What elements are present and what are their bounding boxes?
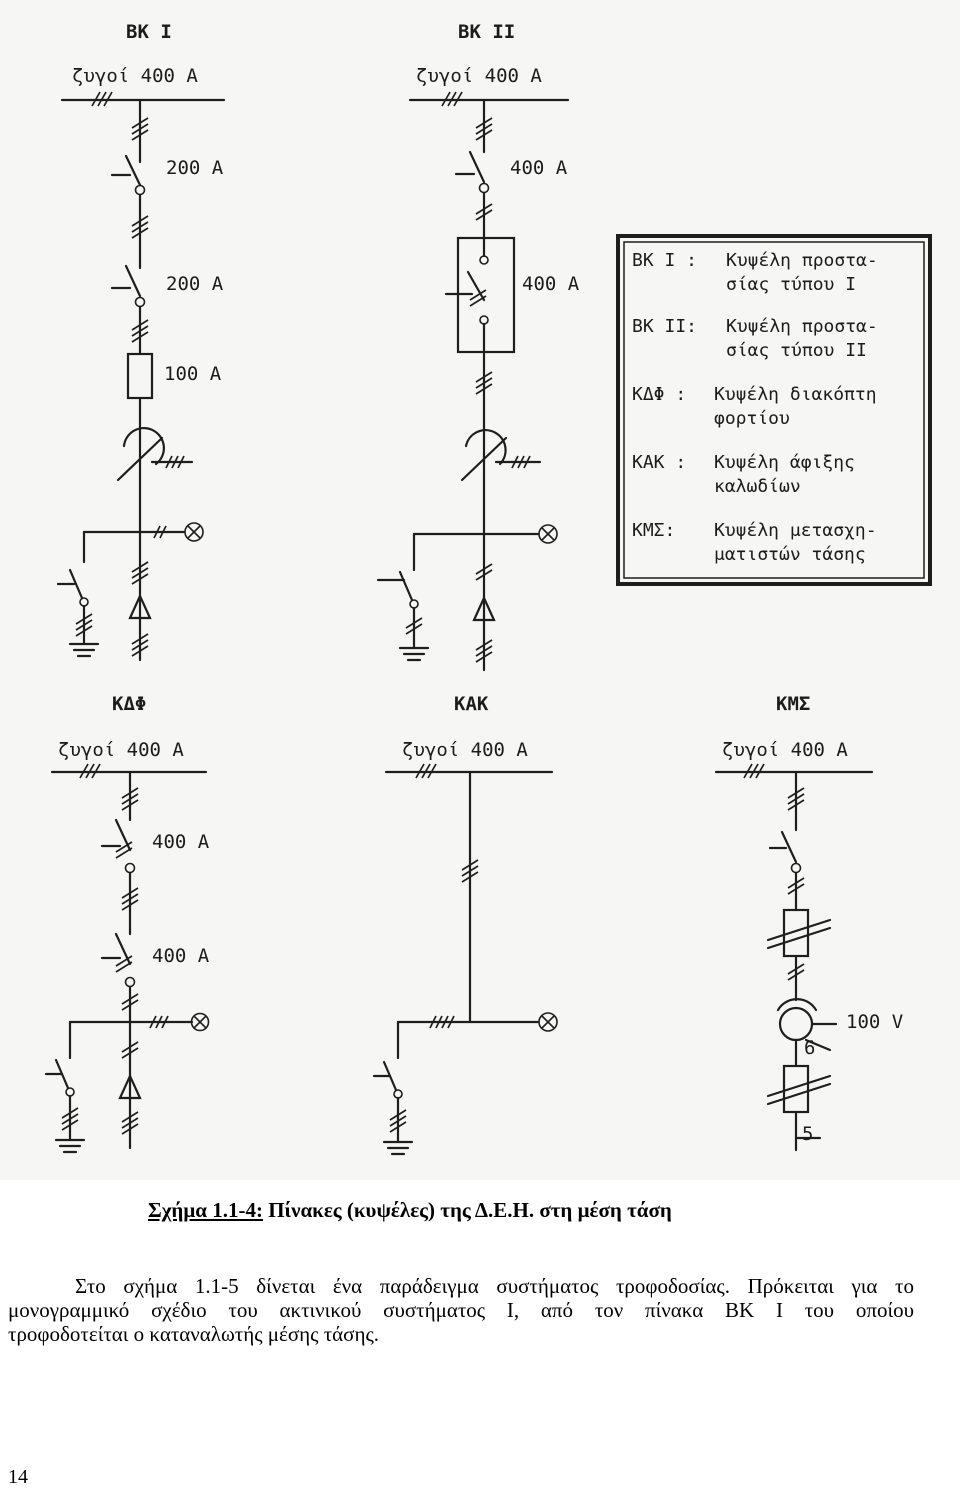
diagram-canvas: BK I ζυγοί 400 A 200 A 200 A 100 A <box>44 21 932 1156</box>
panel-kms-voltage-label: 100 V <box>846 1011 903 1033</box>
legend-entry-bk2: BK II: Κυψέλη προστα- σίας τύπου II <box>632 316 878 361</box>
panel-kak-busbar-label: ζυγοί 400 A <box>402 739 528 761</box>
panel-kdf-rating-1: 400 A <box>152 831 210 853</box>
svg-text:Κυψέλη μετασχη-: Κυψέλη μετασχη- <box>714 520 877 541</box>
panel-kms: ΚΜΣ ζυγοί 400 A 100 V 6 5 <box>714 693 903 1152</box>
svg-text:Κυψέλη διακόπτη: Κυψέλη διακόπτη <box>714 384 877 405</box>
figure-caption: Σχήμα 1.1-4: Πίνακες (κυψέλες) της Δ.Ε.Η… <box>148 1198 848 1223</box>
panel-kdf-title: ΚΔΦ <box>112 693 146 715</box>
svg-text:Κυψέλη προστα-: Κυψέλη προστα- <box>726 250 878 271</box>
panel-kdf-rating-2: 400 A <box>152 945 210 967</box>
legend-entry-kdf: ΚΔΦ : Κυψέλη διακόπτη φορτίου <box>632 384 877 429</box>
panel-bk1-busbar-label: ζυγοί 400 A <box>72 65 198 87</box>
panel-kak-title: ΚΑΚ <box>454 693 489 715</box>
panel-bk2: BK II ζυγοί 400 A 400 A 400 A <box>376 21 580 672</box>
svg-text:ματιστών τάσης: ματιστών τάσης <box>714 544 866 565</box>
svg-text:BK I :: BK I : <box>632 250 697 271</box>
figure-caption-text: Πίνακες (κυψέλες) της Δ.Ε.Η. στη μέση τά… <box>262 1198 672 1222</box>
paragraph-line-3: τροφοδοτείται ο καταναλωτής μέσης τάσης. <box>8 1322 380 1346</box>
legend-entry-kms: ΚΜΣ: Κυψέλη μετασχη- ματιστών τάσης <box>632 520 877 565</box>
panel-kak: ΚΑΚ ζυγοί 400 A <box>372 693 558 1156</box>
panel-bk1-rating-2: 200 A <box>166 273 224 295</box>
panel-bk1-title: BK I <box>126 21 172 43</box>
panel-bk1-rating-1: 200 A <box>166 157 224 179</box>
svg-text:σίας τύπου II: σίας τύπου II <box>726 340 867 361</box>
svg-text:σίας τύπου I: σίας τύπου I <box>726 274 856 295</box>
svg-text:ΚΜΣ:: ΚΜΣ: <box>632 520 675 541</box>
panel-kms-title: ΚΜΣ <box>776 693 810 715</box>
svg-text:Κυψέλη προστα-: Κυψέλη προστα- <box>726 316 878 337</box>
panel-kms-mark-5: 5 <box>802 1123 813 1145</box>
svg-text:BK II:: BK II: <box>632 316 697 337</box>
legend-box: BK I : Κυψέλη προστα- σίας τύπου I BK II… <box>616 234 932 586</box>
panel-kdf: ΚΔΦ ζυγοί 400 A 400 A 400 A <box>44 693 210 1154</box>
panel-bk2-rating-1: 400 A <box>510 157 568 179</box>
page-number: 14 <box>8 1466 28 1488</box>
busbar-hatch <box>91 91 113 107</box>
paragraph-line-2: μονογραμμικό σχέδιο του ακτινικού συστήμ… <box>8 1298 914 1322</box>
svg-text:ΚΑΚ :: ΚΑΚ : <box>632 452 686 473</box>
panel-bk2-title: BK II <box>458 21 515 43</box>
panel-kms-mark-6: 6 <box>804 1037 815 1059</box>
svg-text:φορτίου: φορτίου <box>714 408 790 429</box>
body-paragraph: Στο σχήμα 1.1-5 δίνεται ένα παράδειγμα σ… <box>8 1274 914 1346</box>
panel-bk1: BK I ζυγοί 400 A 200 A 200 A 100 A <box>56 21 226 662</box>
paragraph-line-1: Στο σχήμα 1.1-5 δίνεται ένα παράδειγμα σ… <box>75 1274 914 1298</box>
svg-text:ΚΔΦ :: ΚΔΦ : <box>632 384 686 405</box>
panel-bk2-busbar-label: ζυγοί 400 A <box>416 65 542 87</box>
svg-text:Κυψέλη άφιξης: Κυψέλη άφιξης <box>714 452 855 473</box>
svg-text:καλωδίων: καλωδίων <box>714 476 801 497</box>
panel-bk2-rating-2: 400 A <box>522 273 580 295</box>
panel-bk1-rating-3: 100 A <box>164 363 222 385</box>
single-line-diagram-figure: BK I ζυγοί 400 A 200 A 200 A 100 A <box>0 0 960 1180</box>
legend-entry-bk1: BK I : Κυψέλη προστα- σίας τύπου I <box>632 250 878 295</box>
figure-caption-label: Σχήμα 1.1-4: <box>148 1198 263 1222</box>
panel-kdf-busbar-label: ζυγοί 400 A <box>58 739 184 761</box>
panel-kms-busbar-label: ζυγοί 400 A <box>722 739 848 761</box>
legend-entry-kak: ΚΑΚ : Κυψέλη άφιξης καλωδίων <box>632 452 855 497</box>
